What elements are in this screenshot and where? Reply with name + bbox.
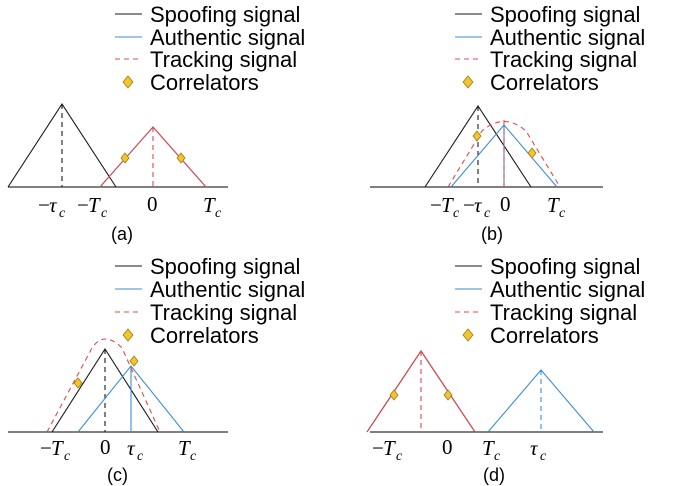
legend-b: Spoofing signal Authentic signal Trackin…	[455, 2, 645, 95]
tick-subscript: c	[190, 449, 197, 464]
tick-label: 0	[147, 192, 158, 216]
tracking-curve	[46, 338, 161, 433]
panel-caption: (b)	[481, 224, 503, 244]
tick-symbol: T	[383, 436, 396, 460]
tick-symbol: τ	[474, 193, 483, 217]
legend-d: Spoofing signal Authentic signal Trackin…	[455, 254, 645, 348]
tick-label: − T c	[372, 436, 403, 464]
tick-symbol: τ	[49, 193, 58, 217]
legend-spoofing-label: Spoofing signal	[150, 254, 300, 279]
tick-minus: −	[463, 193, 475, 217]
panel-caption: (c)	[107, 465, 128, 485]
legend-c: Spoofing signal Authentic signal Trackin…	[115, 254, 305, 348]
tick-subscript: c	[494, 449, 501, 464]
legend-authentic-label: Authentic signal	[490, 25, 645, 50]
legend-correlators-label: Correlators	[150, 70, 259, 95]
legend-tracking-label: Tracking signal	[490, 47, 637, 72]
panel-b: Spoofing signal Authentic signal Trackin…	[370, 2, 645, 244]
tick-subscript: c	[101, 206, 108, 221]
correlator-early	[120, 152, 130, 164]
tick-label: τ c	[530, 436, 547, 464]
tick-symbol: T	[441, 193, 454, 217]
tick-subscript: c	[137, 449, 144, 464]
legend-correlators-label: Correlators	[150, 323, 259, 348]
panel-c: Spoofing signal Authentic signal Trackin…	[8, 254, 305, 485]
legend-spoofing-label: Spoofing signal	[490, 254, 640, 279]
tick-label: 0	[442, 435, 453, 459]
legend-tracking-label: Tracking signal	[150, 47, 297, 72]
tick-subscript: c	[64, 449, 71, 464]
tick-minus: −	[40, 436, 52, 460]
tick-symbol: T	[547, 193, 560, 217]
correlator-late	[527, 147, 537, 159]
correlator-late	[129, 355, 139, 367]
correlator-early	[73, 377, 83, 389]
tick-label: 0	[500, 192, 511, 216]
correlator-early	[472, 130, 482, 142]
legend-correlator-diamond	[122, 75, 134, 89]
legend-correlator-diamond	[462, 328, 474, 342]
tick-label: − T c	[77, 193, 108, 221]
tick-symbol: T	[482, 436, 495, 460]
tick-subscript: c	[59, 206, 66, 221]
legend-correlator-diamond	[122, 328, 134, 342]
tick-subscript: c	[453, 206, 460, 221]
correlator-late	[176, 152, 186, 164]
tick-minus: −	[430, 193, 442, 217]
legend-authentic-label: Authentic signal	[490, 277, 645, 302]
tick-label: T c	[178, 436, 197, 464]
legend-tracking-label: Tracking signal	[150, 300, 297, 325]
tick-label: τ c	[127, 436, 144, 464]
legend-authentic-label: Authentic signal	[150, 25, 305, 50]
tick-subscript: c	[540, 449, 547, 464]
tick-symbol: T	[203, 193, 216, 217]
correlator-late	[443, 389, 453, 401]
panel-caption: (d)	[483, 465, 505, 485]
tick-label: T c	[482, 436, 501, 464]
tick-subscript: c	[559, 206, 566, 221]
panel-a: Spoofing signal Authentic signal Trackin…	[7, 2, 305, 244]
tick-label: T c	[547, 193, 566, 221]
tick-subscript: c	[484, 206, 491, 221]
legend-a: Spoofing signal Authentic signal Trackin…	[115, 2, 305, 95]
panel-d: Spoofing signal Authentic signal Trackin…	[366, 254, 645, 485]
tick-minus: −	[372, 436, 384, 460]
correlator-early	[389, 389, 399, 401]
legend-spoofing-label: Spoofing signal	[490, 2, 640, 27]
legend-tracking-label: Tracking signal	[490, 300, 637, 325]
tick-label: − τ c	[38, 193, 66, 221]
tick-symbol: T	[178, 436, 191, 460]
tick-minus: −	[77, 193, 89, 217]
tick-minus: −	[38, 193, 50, 217]
legend-correlators-label: Correlators	[490, 70, 599, 95]
tick-subscript: c	[215, 206, 222, 221]
tracking-curve	[447, 120, 561, 188]
tick-symbol: τ	[530, 436, 539, 460]
tick-label: 0	[100, 435, 111, 459]
panel-caption: (a)	[111, 224, 133, 244]
tick-symbol: τ	[127, 436, 136, 460]
tick-label: T c	[203, 193, 222, 221]
tick-label: − τ c	[463, 193, 491, 221]
legend-spoofing-label: Spoofing signal	[150, 2, 300, 27]
tick-symbol: T	[51, 436, 64, 460]
tick-symbol: T	[88, 193, 101, 217]
legend-correlators-label: Correlators	[490, 323, 599, 348]
legend-correlator-diamond	[462, 75, 474, 89]
tick-subscript: c	[396, 449, 403, 464]
tick-label: − T c	[430, 193, 460, 221]
tick-label: − T c	[40, 436, 71, 464]
legend-authentic-label: Authentic signal	[150, 277, 305, 302]
